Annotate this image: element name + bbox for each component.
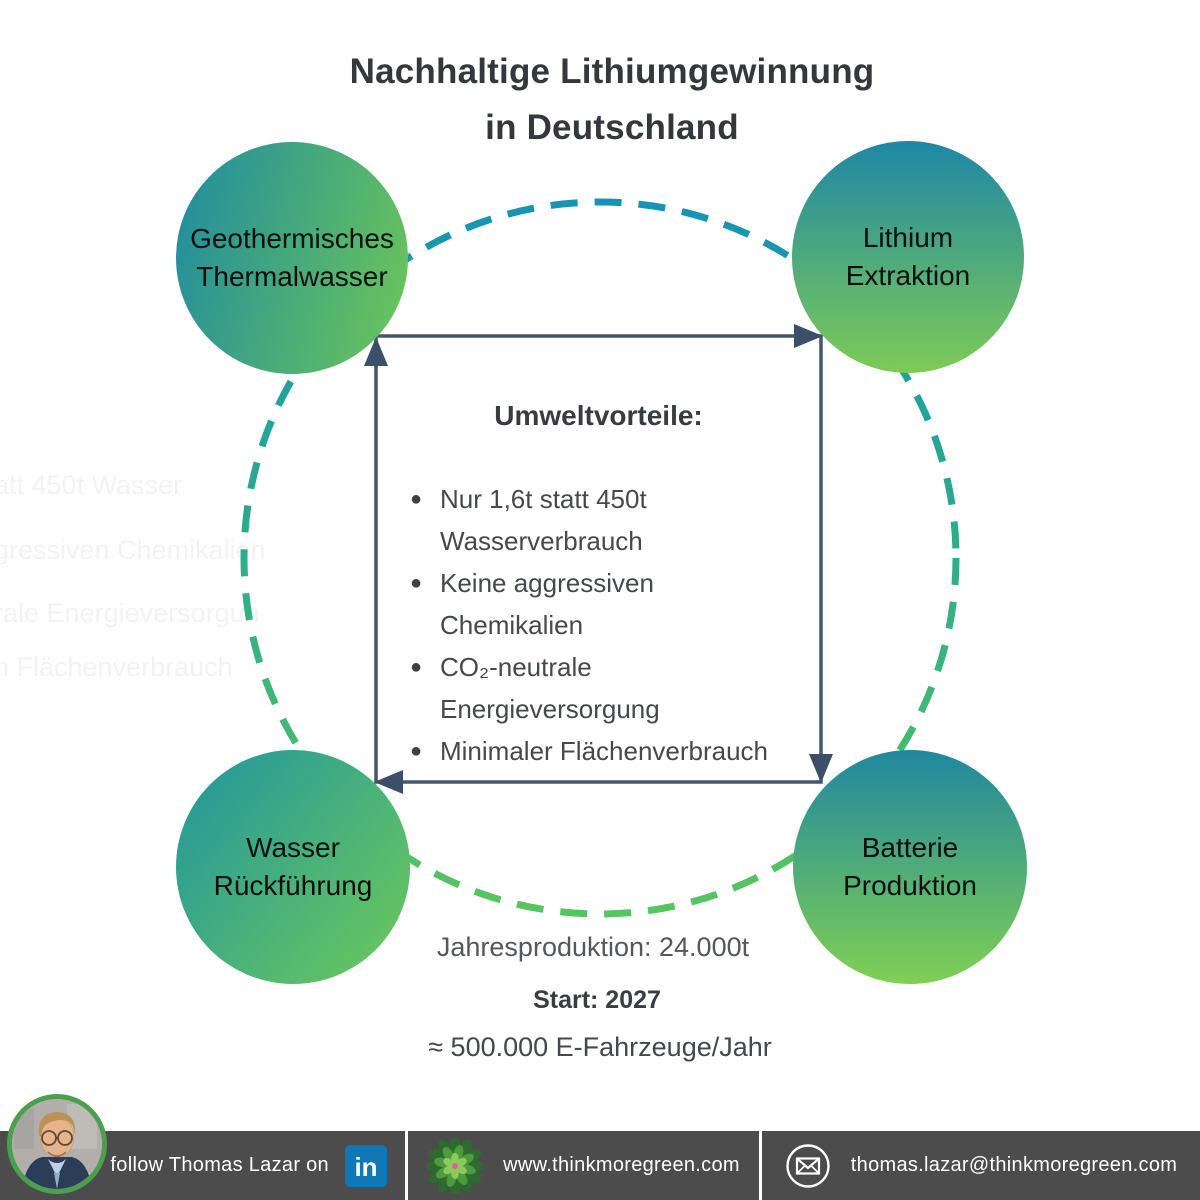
node-label: Produktion — [843, 870, 977, 901]
benefit-text: Chemikalien — [440, 610, 584, 640]
node-label: Rückführung — [213, 870, 373, 901]
benefit-text: CO₂-neutrale — [440, 652, 592, 682]
ghost-text-line: n Flächenverbrauch — [0, 652, 233, 682]
node-label: Thermalwasser — [196, 261, 388, 292]
envelope-icon — [786, 1143, 830, 1188]
benefit-text: Keine aggressiven — [440, 568, 654, 598]
node-label: Batterie — [861, 832, 959, 863]
vehicles-per-year-stat: ≈ 500.000 E-Fahrzeuge/Jahr — [428, 1032, 772, 1062]
ghost-text-line: gressiven Chemikalien — [0, 535, 266, 565]
footer-bar: follow Thomas Lazar on in — [0, 1131, 1200, 1200]
arrowhead-down — [809, 754, 833, 783]
benefits-heading: Umweltvorteile: — [494, 400, 703, 431]
benefit-text: Energieversorgung — [440, 694, 660, 724]
node-water-return: Wasser Rückführung — [176, 750, 410, 984]
page-title-line2: in Deutschland — [485, 108, 739, 147]
arrowhead-right — [794, 324, 823, 348]
benefit-item: ● CO₂-neutrale Energieversorgung — [410, 646, 768, 730]
node-battery-production: Batterie Produktion — [793, 750, 1027, 984]
benefits-list: ● Nur 1,6t statt 450t Wasserverbrauch ● … — [410, 478, 768, 772]
benefit-text: Minimaler Flächenverbrauch — [440, 736, 769, 766]
footer-follow-section: follow Thomas Lazar on in — [0, 1131, 405, 1200]
page-title: Nachhaltige Lithiumgewinnung in Deutschl… — [12, 44, 1200, 156]
bullet-dot-icon: ● — [410, 740, 423, 762]
footer-website-section: www.thinkmoregreen.com — [405, 1131, 762, 1200]
ghost-text-line: rale Energieversorgun — [0, 598, 260, 628]
benefit-text: Wasserverbrauch — [440, 526, 643, 556]
arrowhead-up — [364, 337, 388, 366]
avatar — [7, 1094, 107, 1194]
start-year-stat: Start: 2027 — [533, 986, 661, 1014]
benefit-text: Nur 1,6t statt 450t — [440, 484, 647, 514]
linkedin-icon[interactable]: in — [345, 1144, 387, 1187]
node-label: Extraktion — [845, 260, 971, 291]
flower-logo-icon — [427, 1137, 484, 1194]
node-label: Geothermisches — [190, 223, 394, 254]
benefit-item: ● Nur 1,6t statt 450t Wasserverbrauch — [410, 478, 768, 562]
website-link[interactable]: www.thinkmoregreen.com — [503, 1154, 740, 1176]
node-geothermal-water: Geothermisches Thermalwasser — [176, 142, 408, 374]
benefit-item: ● Minimaler Flächenverbrauch — [410, 730, 768, 772]
ghost-text-line: att 450t Wasser — [0, 470, 183, 500]
benefit-item: ● Keine aggressiven Chemikalien — [410, 562, 768, 646]
email-link[interactable]: thomas.lazar@thinkmoregreen.com — [850, 1154, 1178, 1176]
footer-email-section: thomas.lazar@thinkmoregreen.com — [762, 1131, 1200, 1200]
follow-text: follow Thomas Lazar on — [110, 1154, 329, 1176]
node-label: Lithium — [862, 222, 954, 253]
bullet-dot-icon: ● — [410, 656, 423, 678]
avatar-portrait-icon — [12, 1099, 102, 1189]
bullet-dot-icon: ● — [410, 488, 423, 510]
bullet-dot-icon: ● — [410, 572, 423, 594]
arrowhead-left — [374, 770, 403, 794]
annual-production-stat: Jahresproduktion: 24.000t — [436, 932, 750, 962]
node-label: Wasser — [246, 832, 340, 863]
node-lithium-extraction: Lithium Extraktion — [792, 141, 1024, 373]
page-title-line1: Nachhaltige Lithiumgewinnung — [349, 52, 875, 91]
